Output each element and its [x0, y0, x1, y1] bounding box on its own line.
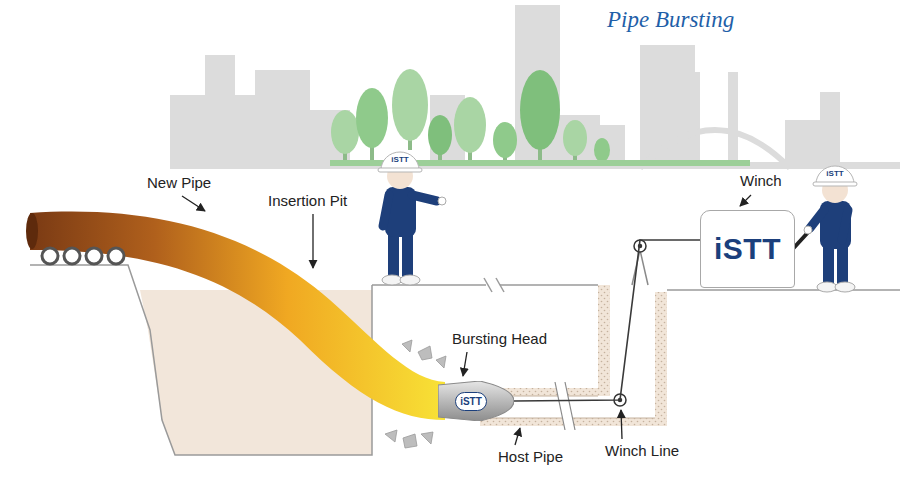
winch-line	[514, 240, 700, 401]
pipe-fragments	[403, 434, 417, 448]
rollers	[64, 248, 80, 264]
worker-figure	[378, 152, 446, 285]
worker-figure	[842, 210, 848, 240]
trees	[594, 138, 610, 162]
new-pipe	[26, 213, 38, 249]
worker-figure	[804, 226, 812, 234]
worker-figure	[438, 197, 446, 205]
new-pipe	[30, 212, 445, 420]
logo-text: iSTT	[714, 232, 781, 266]
rollers	[42, 248, 124, 264]
trees	[392, 69, 428, 141]
worker-figure	[810, 210, 824, 228]
city-skyline	[205, 55, 235, 100]
host-pipe	[555, 382, 575, 430]
pulleys	[614, 240, 646, 406]
helmet-logo: iSTT	[391, 155, 408, 165]
pipe-fragments	[385, 340, 446, 448]
city-skyline	[728, 72, 738, 168]
worker-figure	[412, 195, 437, 201]
shaft-walls	[598, 285, 610, 388]
pulleys	[639, 245, 642, 248]
rollers	[86, 248, 102, 264]
worker-figure	[823, 246, 834, 284]
worker-figure	[837, 246, 848, 284]
pipe-fragments	[436, 356, 446, 368]
trees	[454, 97, 486, 153]
worker-figure	[382, 275, 402, 285]
rollers	[108, 248, 124, 264]
city-skyline	[690, 72, 700, 168]
part-label: New Pipe	[147, 174, 211, 192]
worker-figure	[835, 282, 855, 292]
trees	[520, 70, 560, 150]
ground-surface	[372, 278, 900, 292]
rollers	[42, 248, 58, 264]
worker-figure	[402, 233, 413, 277]
helmet-logo: iSTT	[826, 169, 843, 179]
bursting-head: iSTT	[438, 381, 514, 421]
trees	[428, 115, 452, 155]
leader-arrows	[182, 195, 751, 445]
worker-figure	[388, 233, 399, 277]
ground-surface	[496, 278, 504, 292]
trees	[356, 88, 388, 148]
part-label: Host Pipe	[498, 448, 563, 466]
part-label: Bursting Head	[452, 330, 547, 348]
shaft-walls	[632, 250, 640, 285]
diagram-title: Pipe Bursting	[607, 7, 734, 33]
leader-arrows	[182, 196, 205, 211]
city-skyline	[820, 92, 840, 168]
leader-arrows	[515, 428, 520, 445]
host-pipe	[565, 382, 575, 430]
pipe-fragments	[418, 346, 432, 360]
ground-surface	[484, 278, 492, 292]
trees	[563, 120, 587, 156]
trees	[330, 69, 750, 166]
ground-surface	[500, 284, 598, 286]
new-pipe	[26, 212, 445, 420]
leader-arrows	[740, 195, 751, 206]
shaft-walls	[640, 250, 648, 285]
city-skyline	[640, 45, 695, 168]
leader-arrows	[621, 410, 622, 439]
leader-arrows	[312, 214, 313, 268]
pulleys	[634, 240, 646, 252]
pipe-fragments	[421, 432, 433, 444]
city-skyline	[255, 70, 310, 168]
pipe-fragments	[385, 430, 397, 442]
trees	[331, 110, 359, 154]
pulleys	[619, 399, 622, 402]
city-skyline	[170, 95, 260, 168]
worker-figure	[383, 195, 389, 226]
worker-figure	[817, 282, 837, 292]
pipe-fragments	[402, 340, 412, 352]
part-label: Insertion Pit	[268, 192, 347, 210]
worker-figure	[381, 152, 419, 170]
part-label: Winch Line	[605, 442, 679, 460]
leader-arrows	[463, 352, 467, 376]
worker-figure	[816, 166, 854, 184]
city-skyline	[515, 5, 560, 168]
ground-surface	[667, 289, 900, 291]
trees	[493, 122, 517, 158]
host-pipe	[555, 382, 565, 430]
pulleys	[614, 394, 626, 406]
city-skyline	[170, 5, 900, 169]
shaft-walls	[655, 292, 667, 418]
worker-figure	[790, 166, 857, 292]
worker-figure	[378, 168, 422, 172]
bursting-head-shape	[438, 381, 514, 421]
winch-box: iSTT	[700, 210, 795, 288]
part-label: Winch	[740, 172, 782, 190]
worker-figure	[400, 275, 420, 285]
worker-figure	[813, 182, 857, 186]
logo-text: iSTT	[455, 392, 487, 411]
